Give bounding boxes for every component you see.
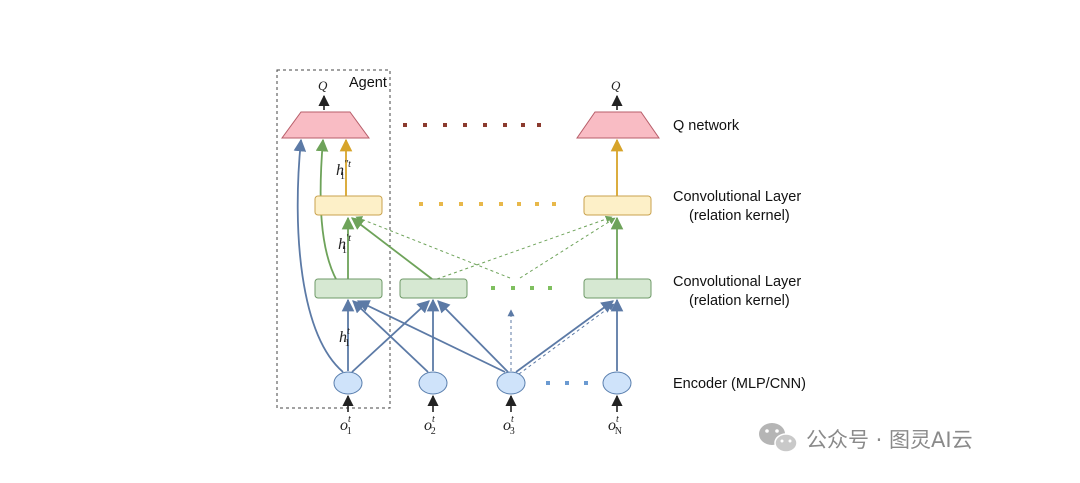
ellipsis-conv2 <box>419 202 556 206</box>
edge-o2-c1 <box>352 300 429 373</box>
edge-c2-c2-1 <box>350 217 433 280</box>
q1-symbol: Q <box>318 78 328 93</box>
label-encoder: Encoder (MLP/CNN) <box>673 376 806 392</box>
conv1-node-1 <box>314 278 383 299</box>
agent-box <box>276 69 391 409</box>
skip-c1-qnet <box>315 138 338 282</box>
q2-symbol: Q <box>611 78 621 93</box>
encoder-node-3 <box>496 371 526 395</box>
dashed-mid-c2-4 <box>519 217 616 279</box>
qnet-agent <box>281 111 370 139</box>
edge-o3-c4 <box>515 300 615 373</box>
ellipsis-conv1 <box>491 286 552 290</box>
edge-o3-c1 <box>356 300 506 373</box>
encoder-node-2 <box>418 371 448 395</box>
label-conv1-line2: (relation kernel) <box>689 293 790 309</box>
encoder-to-conv1-edges <box>293 138 624 373</box>
ellipsis-qnet <box>403 123 541 127</box>
dashed-o3-c4 <box>518 303 615 375</box>
label-q-network: Q network <box>673 118 740 134</box>
encoder-node-1 <box>333 371 363 395</box>
agent-label: Agent <box>349 75 387 91</box>
q-output-edges <box>318 94 623 110</box>
watermark-text: 公众号 · 图灵AI云 <box>806 428 973 452</box>
conv1-to-conv2-edges <box>315 138 624 282</box>
conv1-node-2 <box>399 278 468 299</box>
encoder3-dashed-edges <box>507 303 615 375</box>
edge-o3-c2 <box>437 300 509 373</box>
encoder-node-n <box>602 371 632 395</box>
dashed-mid-c2-1 <box>355 216 511 279</box>
watermark: 公众号 · 图灵AI云 <box>759 423 973 453</box>
ellipsis-encoder <box>546 381 588 385</box>
label-conv1-line1: Convolutional Layer <box>673 274 801 290</box>
skip-o1-qnet <box>293 138 344 373</box>
wechat-icon <box>759 423 798 453</box>
observation-edges <box>342 394 623 412</box>
label-conv2-line2: (relation kernel) <box>689 208 790 224</box>
conv1-node-n <box>583 278 652 299</box>
conv1-dashed-edges <box>355 215 616 280</box>
qnet-n <box>576 111 660 139</box>
label-conv2-line1: Convolutional Layer <box>673 189 801 205</box>
conv2-node-n <box>583 195 652 216</box>
dashed-c2-c2-4 <box>436 215 613 280</box>
conv2-node-1 <box>314 195 383 216</box>
conv2-to-qnet-edges <box>339 138 624 196</box>
